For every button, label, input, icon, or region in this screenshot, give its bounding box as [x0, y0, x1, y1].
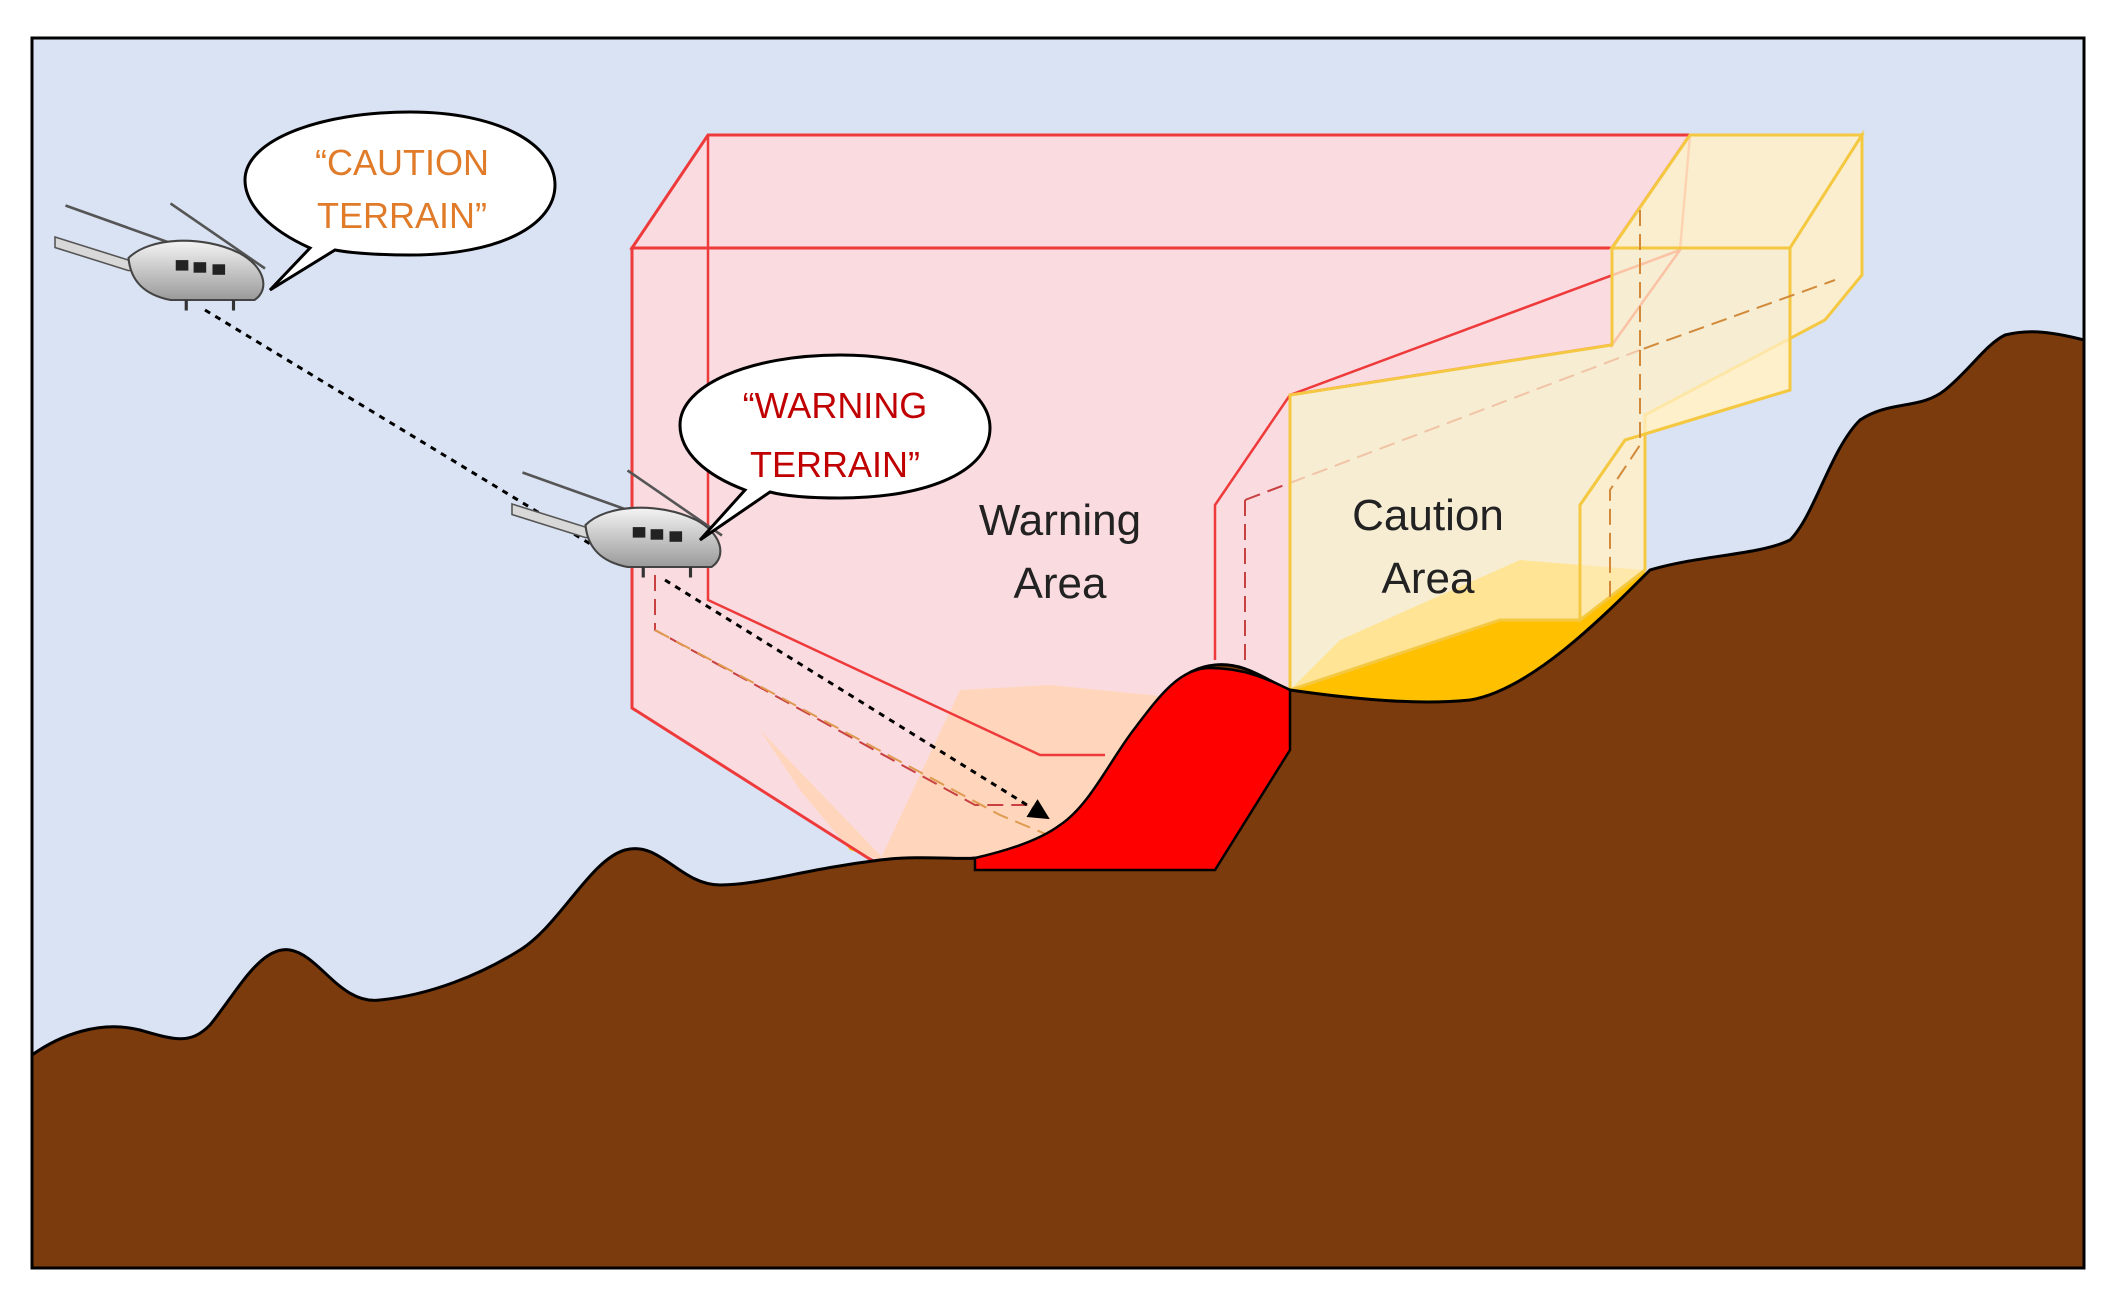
caution-hidden-edges-3: [654, 629, 1061, 841]
caution-volume-front: [1288, 246, 1792, 693]
caution-callout: “CAUTION TERRAIN”: [243, 110, 557, 292]
caution-hidden-edges: [1639, 210, 1836, 352]
warning-callout-line1: “WARNING: [743, 385, 928, 426]
caution-area-label-line1: Caution: [1352, 491, 1504, 540]
helicopter-icon: [511, 469, 723, 578]
speech-bubble: [243, 110, 557, 292]
caution-callout-line1: “CAUTION: [315, 142, 489, 183]
caution-callout-line2: TERRAIN”: [317, 195, 487, 236]
warning-volume-inner: [706, 135, 1105, 757]
flight-path-2: [664, 578, 1050, 820]
warning-volume-back: [629, 133, 1693, 250]
caution-hidden-edges-2: [1609, 350, 1641, 600]
warning-area-label-line1: Warning: [979, 496, 1141, 545]
warning-hidden-edges: [654, 575, 1040, 806]
warning-callout: “WARNING TERRAIN”: [678, 353, 992, 542]
caution-area-label-line2: Area: [1382, 554, 1475, 603]
speech-bubble: [678, 353, 992, 542]
warning-area-label-line2: Area: [1014, 559, 1107, 608]
helicopter-icon: [54, 202, 266, 311]
warning-callout-line2: TERRAIN”: [750, 444, 920, 485]
warning-ground-zone: [973, 666, 1292, 872]
warning-volume-step: [1213, 394, 1292, 660]
